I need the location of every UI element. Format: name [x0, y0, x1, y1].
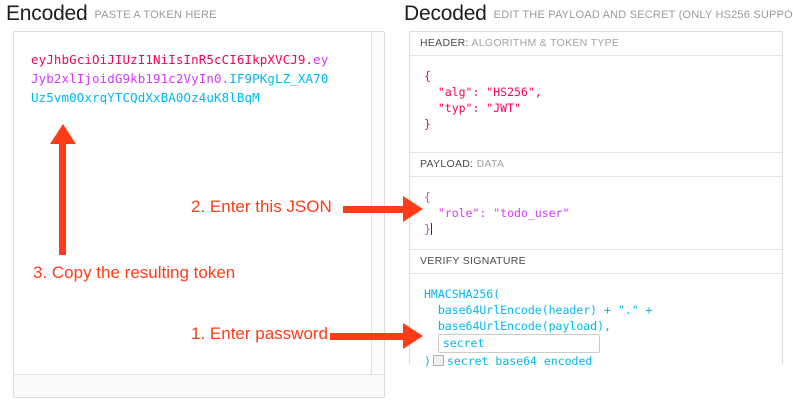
token-dot-2: . — [221, 71, 230, 86]
secret-input[interactable] — [437, 334, 600, 353]
encoded-subtitle: PASTE A TOKEN HERE — [94, 9, 217, 21]
base64-encoded-checkbox[interactable] — [432, 355, 444, 366]
payload-json-editor[interactable]: { "role": "todo_user" } — [410, 177, 782, 250]
header-json-body[interactable]: { "alg": "HS256", "typ": "JWT" } — [410, 56, 782, 153]
annotation-arrow-1-head — [403, 323, 423, 349]
base64-encoded-label: secret base64 encoded — [446, 354, 593, 368]
annotation-step-2: 2. Enter this JSON — [191, 197, 332, 216]
hmac-line-1: HMACSHA256( — [424, 287, 501, 301]
signature-section-label: VERIFY SIGNATURE — [410, 250, 782, 274]
signature-section-label-strong: VERIFY SIGNATURE — [420, 255, 526, 267]
decoded-title: Decoded — [404, 2, 487, 25]
annotation-step-3: 3. Copy the resulting token — [33, 263, 236, 282]
decoded-panel: HEADER: ALGORITHM & TOKEN TYPE { "alg": … — [409, 31, 783, 380]
annotation-arrow-3-head — [50, 124, 76, 144]
annotation-arrow-1-shaft — [330, 333, 405, 340]
encoded-token-panel[interactable]: eyJhbGciOiJIUzI1NiIsInR5cCI6IkpXVCJ9.eyJ… — [13, 31, 385, 398]
payload-section-label-rest: DATA — [473, 158, 505, 170]
hmac-line-3: base64UrlEncode(payload), — [424, 319, 611, 333]
encoded-panel-scrollbar[interactable] — [371, 32, 384, 376]
encoded-column-heading: Encoded PASTE A TOKEN HERE — [6, 2, 217, 26]
payload-json-text: { "role": "todo_user" } — [424, 190, 570, 236]
payload-section-label: PAYLOAD: DATA — [410, 153, 782, 177]
token-payload-segment: eyJyb2xlIjoidG9kb191c2VyIn0 — [31, 52, 329, 86]
encoded-panel-footer — [14, 374, 384, 397]
signature-formula-body: HMACSHA256( base64UrlEncode(header) + ".… — [410, 274, 782, 380]
annotation-arrow-2-shaft — [343, 206, 405, 213]
header-section-label-rest: ALGORITHM & TOKEN TYPE — [468, 37, 620, 49]
text-caret — [430, 223, 432, 235]
header-section-label-strong: HEADER: — [420, 37, 469, 49]
annotation-step-1: 1. Enter password — [191, 324, 329, 343]
payload-section-label-strong: PAYLOAD: — [420, 158, 474, 170]
token-header-segment: eyJhbGciOiJIUzI1NiIsInR5cCI6IkpXVCJ9 — [31, 52, 306, 67]
hmac-line-2: base64UrlEncode(header) + "." + — [424, 303, 653, 317]
token-dot-1: . — [305, 52, 314, 67]
decoded-column-heading: Decoded EDIT THE PAYLOAD AND SECRET (ONLY… — [404, 2, 793, 26]
header-section-label: HEADER: ALGORITHM & TOKEN TYPE — [410, 32, 782, 56]
encoded-token-text[interactable]: eyJhbGciOiJIUzI1NiIsInR5cCI6IkpXVCJ9.eyJ… — [31, 50, 336, 107]
decoded-subtitle: EDIT THE PAYLOAD AND SECRET (ONLY HS256 … — [493, 9, 793, 21]
closing-paren: ) — [424, 354, 431, 368]
token-signature-segment: IF9PKgLZ_XA70Uz5vm0OxrqYTCQdXxBA0Oz4uK8l… — [31, 71, 329, 105]
annotation-arrow-2-head — [403, 196, 423, 222]
encoded-title: Encoded — [6, 2, 88, 25]
annotation-arrow-3-shaft — [59, 140, 66, 255]
